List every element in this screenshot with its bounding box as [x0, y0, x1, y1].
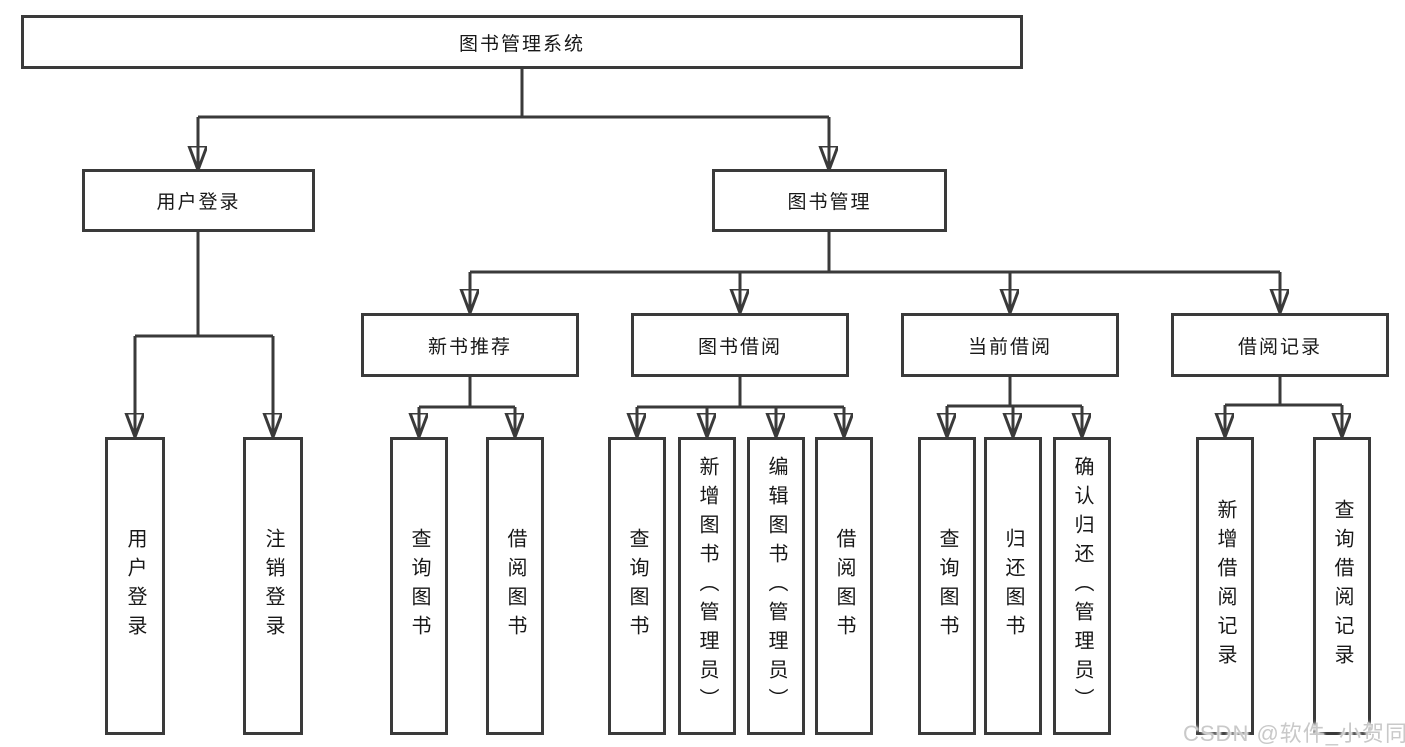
leaf-label: 查询图书 — [936, 528, 958, 644]
leaf-confirm-return-admin: 确认归还（管理员） — [1053, 437, 1111, 735]
leaf-user-login: 用户登录 — [105, 437, 165, 735]
node-label: 图书借阅 — [697, 336, 782, 358]
leaf-label: 确认归还（管理员） — [1071, 455, 1093, 717]
leaf-add-borrow-record: 新增借阅记录 — [1196, 437, 1254, 735]
node-label: 用户登录 — [156, 192, 241, 213]
leaf-logout: 注销登录 — [243, 437, 303, 735]
csdn-watermark: CSDN @软件_小贺同学 — [1183, 721, 1405, 746]
leaf-query-books-borrow: 查询图书 — [608, 437, 666, 735]
node-borrowing-records: 借阅记录 — [1171, 313, 1389, 377]
node-current-borrowing: 当前借阅 — [901, 313, 1119, 377]
leaf-query-borrow-record: 查询借阅记录 — [1313, 437, 1371, 735]
node-label: 新书推荐 — [427, 336, 512, 358]
node-label: 图书管理 — [787, 192, 872, 213]
leaf-query-books-recommend: 查询图书 — [390, 437, 448, 735]
leaf-label: 新增借阅记录 — [1214, 499, 1236, 673]
node-book-management: 图书管理 — [712, 169, 947, 232]
node-label: 当前借阅 — [967, 336, 1052, 358]
node-label: 借阅记录 — [1237, 336, 1322, 358]
node-new-book-recommendation: 新书推荐 — [361, 313, 579, 377]
leaf-label: 归还图书 — [1002, 528, 1024, 644]
node-user-login: 用户登录 — [82, 169, 315, 232]
leaf-label: 查询借阅记录 — [1331, 499, 1353, 673]
node-library-management-system: 图书管理系统 — [21, 15, 1023, 69]
node-book-borrowing: 图书借阅 — [631, 313, 849, 377]
leaf-label: 查询图书 — [626, 528, 648, 644]
leaf-borrow-books: 借阅图书 — [815, 437, 873, 735]
leaf-query-books-current: 查询图书 — [918, 437, 976, 735]
leaf-label: 查询图书 — [408, 528, 430, 644]
leaf-borrow-books-recommend: 借阅图书 — [486, 437, 544, 735]
leaf-label: 编辑图书（管理员） — [765, 455, 787, 717]
leaf-edit-books-admin: 编辑图书（管理员） — [747, 437, 805, 735]
leaf-label: 借阅图书 — [833, 528, 855, 644]
leaf-label: 新增图书（管理员） — [696, 455, 718, 717]
leaf-label: 用户登录 — [124, 528, 146, 644]
leaf-return-books: 归还图书 — [984, 437, 1042, 735]
leaf-label: 借阅图书 — [504, 528, 526, 644]
leaf-add-books-admin: 新增图书（管理员） — [678, 437, 736, 735]
leaf-label: 注销登录 — [262, 528, 284, 644]
node-label: 图书管理系统 — [458, 33, 585, 55]
